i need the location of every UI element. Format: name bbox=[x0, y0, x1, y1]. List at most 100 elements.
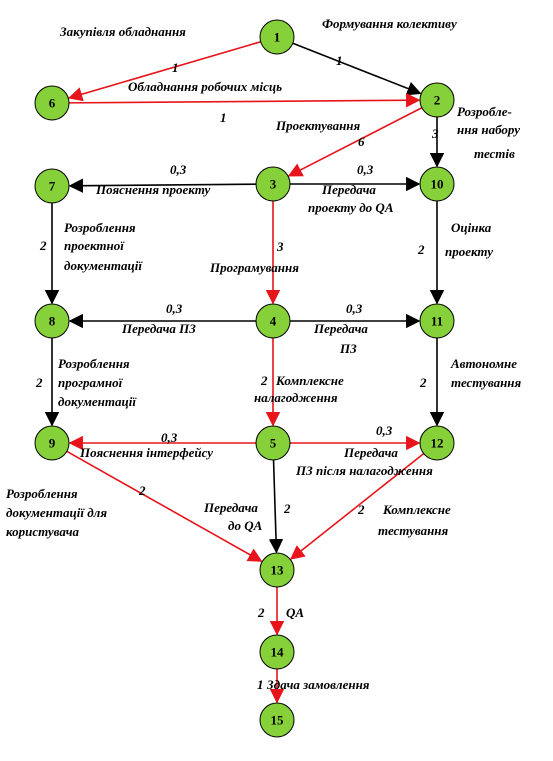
edge-name-3-10-line-0: Передача bbox=[321, 182, 376, 197]
node-label-8: 8 bbox=[49, 314, 56, 329]
node-9: 9 bbox=[34, 425, 70, 461]
edge-name-9-13-line-1: документації для bbox=[6, 505, 107, 520]
node-15: 15 bbox=[259, 702, 295, 738]
edge-weight-5-13: 2 bbox=[283, 501, 291, 516]
edge-name-8-9-line-2: документації bbox=[58, 394, 137, 409]
node-circle-2 bbox=[419, 82, 455, 118]
edge-name-5-12-line-0: Передача bbox=[343, 445, 398, 460]
node-circle-15 bbox=[259, 702, 295, 738]
edge-name-2-10-line-2: тестів bbox=[474, 146, 515, 161]
edge-weight-4-8: 0,3 bbox=[166, 301, 183, 316]
edge-name-2-10-line-1: ння набору bbox=[457, 122, 520, 137]
node-circle-7 bbox=[34, 168, 70, 204]
node-circle-1 bbox=[259, 19, 295, 55]
edge-name-12-13-line-0: Комплексне bbox=[382, 502, 451, 517]
edge-name-10-11-line-0: Оцінка bbox=[451, 220, 492, 235]
edge-name-2-10-line-0: Розробле- bbox=[457, 104, 512, 119]
edge-name-14-15-line-0: Здача замовлення bbox=[266, 677, 370, 692]
edge-weight-5-12: 0,3 bbox=[376, 423, 393, 438]
edge-name-10-11-line-1: проекту bbox=[445, 244, 493, 259]
node-12: 12 bbox=[419, 425, 455, 461]
node-13: 13 bbox=[259, 552, 295, 588]
edge-name-9-13-line-2: користувача bbox=[6, 524, 80, 539]
node-5: 5 bbox=[255, 425, 291, 461]
edge-weight-4-5: 2 bbox=[260, 373, 268, 388]
node-circle-9 bbox=[34, 425, 70, 461]
node-4: 4 bbox=[255, 303, 291, 339]
edge-weight-9-13: 2 bbox=[138, 483, 146, 498]
edge-weight-3-10: 0,3 bbox=[357, 162, 374, 177]
edge-weight-11-12: 2 bbox=[419, 375, 427, 390]
edge-weight-1-2: 1 bbox=[336, 53, 343, 68]
edge-weight-4-11: 0,3 bbox=[346, 301, 363, 316]
node-label-11: 11 bbox=[431, 314, 443, 329]
edge-name-4-5-line-0: Комплексне bbox=[275, 373, 344, 388]
node-circle-3 bbox=[255, 166, 291, 202]
edge-name-12-13-line-1: тестування bbox=[378, 523, 449, 538]
edge-name-4-11-line-1: ПЗ bbox=[339, 341, 357, 356]
node-2: 2 bbox=[419, 82, 455, 118]
edge-weight-6-2: 1 bbox=[220, 110, 227, 125]
edge-name-5-13-line-0: Передача bbox=[203, 500, 258, 515]
edge-name-11-12-line-0: Автономне bbox=[450, 356, 517, 371]
edge-3-7 bbox=[68, 178, 257, 193]
edge-1-2 bbox=[292, 42, 422, 96]
edge-name-2-3-line-0: Проектування bbox=[275, 118, 361, 133]
edge-name-3-7-line-0: Пояснення проекту bbox=[95, 182, 210, 197]
edge-name-1-2-line-0: Формування колективу bbox=[322, 16, 457, 31]
node-circle-14 bbox=[259, 634, 295, 670]
node-circle-10 bbox=[419, 166, 455, 202]
node-label-3: 3 bbox=[270, 177, 277, 192]
edge-name-6-2-line-0: Обладнання робочих місць bbox=[128, 79, 282, 94]
edge-name-4-11-line-0: Передача bbox=[313, 321, 368, 336]
edge-weight-3-4: 3 bbox=[276, 239, 284, 254]
node-circle-4 bbox=[255, 303, 291, 339]
edge-weight-14-15: 1 bbox=[257, 677, 264, 692]
edge-weight-12-13: 2 bbox=[357, 502, 365, 517]
edge-weight-2-3: 6 bbox=[358, 134, 365, 149]
edge-6-2 bbox=[68, 93, 421, 108]
node-10: 10 bbox=[419, 166, 455, 202]
node-label-4: 4 bbox=[270, 314, 277, 329]
edge-9-13 bbox=[66, 450, 263, 562]
edge-weight-8-9: 2 bbox=[35, 375, 43, 390]
edge-name-4-8-line-0: Передача ПЗ bbox=[121, 321, 196, 336]
edge-name-9-13-line-0: Розроблення bbox=[6, 486, 78, 501]
node-8: 8 bbox=[34, 303, 70, 339]
edge-12-13 bbox=[289, 452, 425, 560]
edge-name-5-12-line-1: ПЗ після налагодження bbox=[295, 463, 433, 478]
node-7: 7 bbox=[34, 168, 70, 204]
node-11: 11 bbox=[419, 303, 455, 339]
edge-name-8-9-line-1: програмної bbox=[58, 375, 124, 390]
edge-labels-layer: 1 Закупівля обладнання 1 Формування колекти… bbox=[6, 16, 522, 692]
edge-name-1-6-line-0: Закупівля обладнання bbox=[59, 24, 186, 39]
edge-5-13 bbox=[268, 459, 284, 554]
edge-weight-5-9: 0,3 bbox=[161, 430, 178, 445]
node-label-15: 15 bbox=[271, 713, 285, 728]
node-label-5: 5 bbox=[270, 436, 277, 451]
node-label-6: 6 bbox=[49, 96, 56, 111]
edge-name-7-8-line-2: документації bbox=[64, 258, 143, 273]
edge-name-5-13-line-1: до QA bbox=[228, 518, 263, 533]
edges-layer bbox=[44, 41, 445, 704]
edge-2-3 bbox=[287, 107, 423, 177]
node-label-10: 10 bbox=[431, 177, 444, 192]
edge-name-4-5-line-1: налагодження bbox=[254, 390, 338, 405]
edge-name-8-9-line-0: Розроблення bbox=[58, 356, 130, 371]
node-circle-6 bbox=[34, 85, 70, 121]
edge-name-7-8-line-0: Розроблення bbox=[64, 220, 136, 235]
node-label-13: 13 bbox=[271, 563, 285, 578]
node-label-1: 1 bbox=[274, 30, 281, 45]
node-1: 1 bbox=[259, 19, 295, 55]
node-3: 3 bbox=[255, 166, 291, 202]
edge-name-3-10-line-1: проекту до QA bbox=[308, 200, 394, 215]
edge-1-6 bbox=[67, 41, 261, 102]
node-label-9: 9 bbox=[49, 436, 56, 451]
node-label-2: 2 bbox=[434, 93, 441, 108]
edge-weight-10-11: 2 bbox=[417, 242, 425, 257]
node-6: 6 bbox=[34, 85, 70, 121]
edge-weight-2-10: 3 bbox=[431, 126, 439, 141]
edge-name-3-4-line-0: Програмування bbox=[209, 260, 299, 275]
